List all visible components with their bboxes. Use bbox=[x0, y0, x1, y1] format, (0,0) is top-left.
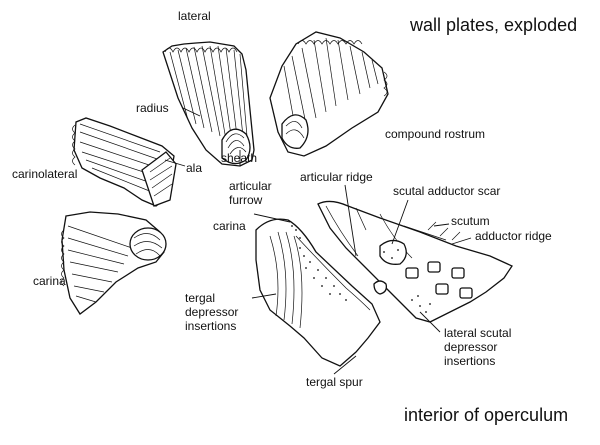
leader-radius bbox=[182, 107, 201, 117]
carina-wall-plate bbox=[61, 211, 167, 315]
label-articular-furrow-2: furrow bbox=[229, 193, 263, 207]
label-tergal-spur: tergal spur bbox=[306, 375, 363, 389]
label-compound-rostrum: compound rostrum bbox=[385, 127, 485, 141]
label-tergal-depressor-3: insertions bbox=[185, 319, 236, 333]
label-scutum: scutum bbox=[451, 214, 490, 228]
label-carina-plate: carina bbox=[33, 274, 66, 288]
leader-scutum bbox=[433, 223, 450, 227]
label-articular-furrow-1: articular bbox=[229, 179, 272, 193]
scutum-plate bbox=[317, 200, 513, 323]
label-tergal-depressor-1: tergal bbox=[185, 291, 215, 305]
lateral-plate bbox=[162, 41, 255, 167]
label-adductor-ridge: adductor ridge bbox=[475, 229, 552, 243]
label-tergal-depressor-2: depressor bbox=[185, 305, 238, 319]
label-carina-tergum: carina bbox=[213, 219, 246, 233]
carinolateral-plate bbox=[72, 117, 177, 207]
leader-tergal-depressor bbox=[251, 293, 277, 299]
heading-wall-plates: wall plates, exploded bbox=[409, 15, 577, 35]
label-scutal-adductor-scar: scutal adductor scar bbox=[393, 184, 500, 198]
leader-tergal-spur bbox=[333, 355, 357, 375]
label-carinolateral: carinolateral bbox=[12, 167, 77, 181]
leader-articular-furrow bbox=[253, 213, 291, 223]
leader-adductor-ridge bbox=[451, 237, 472, 245]
heading-interior-operculum: interior of operculum bbox=[404, 405, 568, 425]
leader-lateral-scutal bbox=[419, 311, 441, 333]
leader-lines bbox=[164, 107, 472, 375]
compound-rostrum-plate bbox=[269, 31, 389, 157]
label-lateral-scutal-1: lateral scutal bbox=[444, 326, 511, 340]
leader-scutal-adductor-scar bbox=[391, 199, 409, 245]
label-radius: radius bbox=[136, 101, 169, 115]
tergum-plate bbox=[255, 218, 381, 367]
label-lateral: lateral bbox=[178, 9, 211, 23]
leader-articular-ridge bbox=[344, 184, 357, 257]
label-lateral-scutal-3: insertions bbox=[444, 354, 495, 368]
leader-ala bbox=[164, 159, 186, 167]
label-ala: ala bbox=[186, 161, 202, 175]
label-articular-ridge: articular ridge bbox=[300, 170, 373, 184]
label-sheath: sheath bbox=[221, 151, 257, 165]
label-lateral-scutal-2: depressor bbox=[444, 340, 497, 354]
